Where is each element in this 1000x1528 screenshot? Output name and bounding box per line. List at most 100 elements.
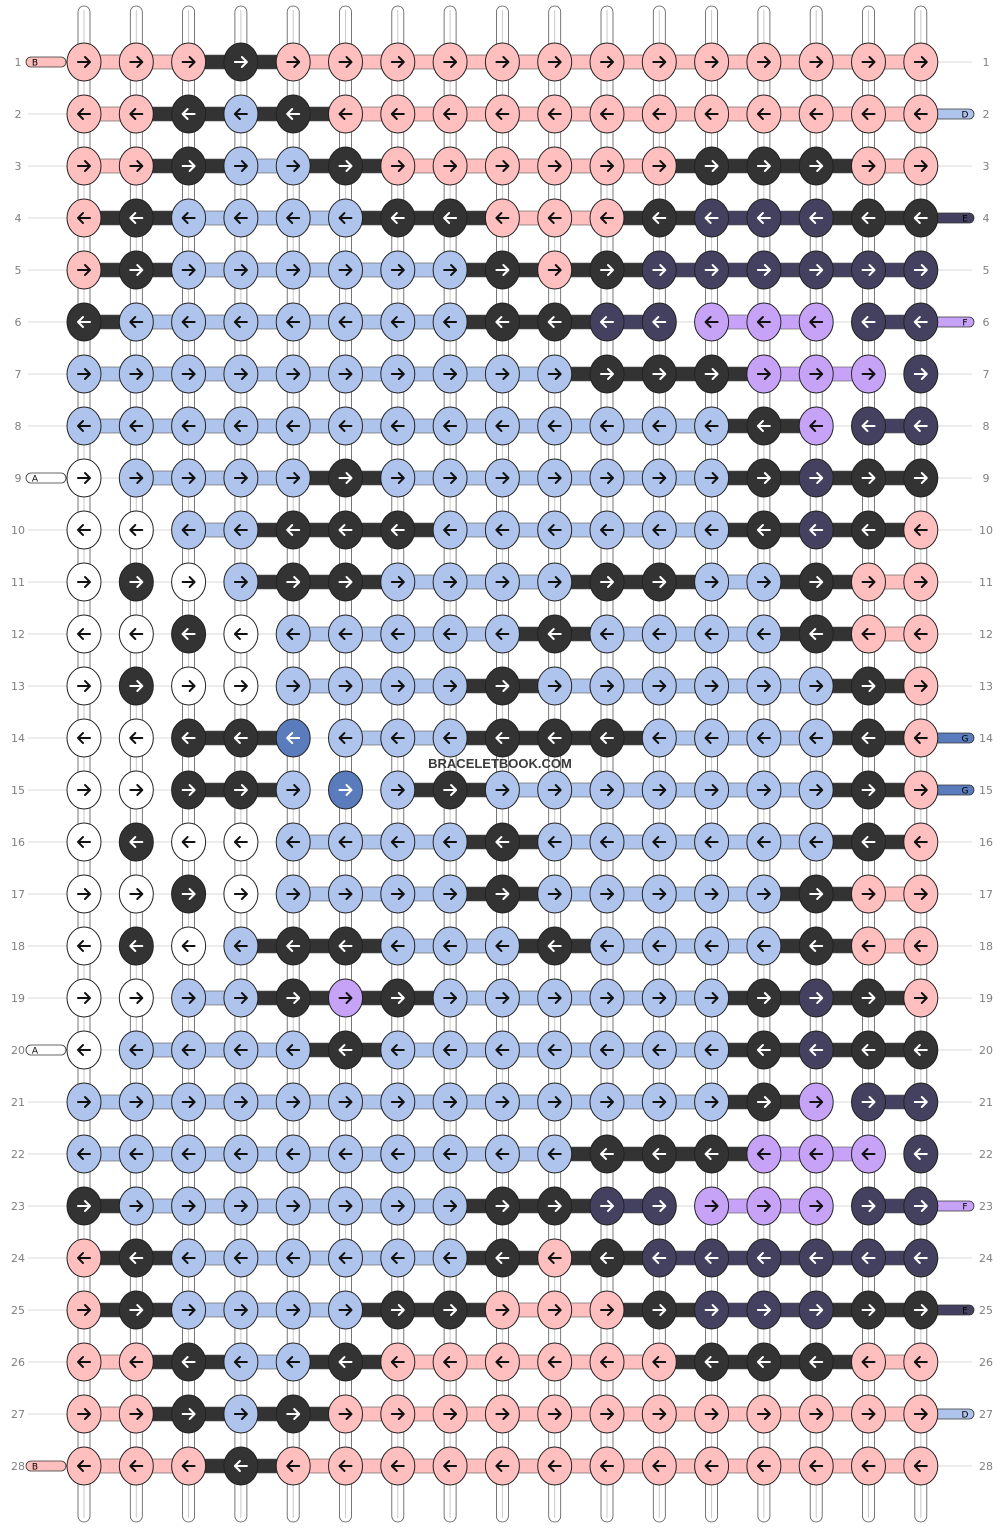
arrow-right-icon xyxy=(652,576,667,588)
knot xyxy=(798,978,834,1018)
arrow-right-icon xyxy=(233,680,248,692)
knot xyxy=(537,926,573,966)
right-tag-letter: F xyxy=(962,1203,967,1213)
knot xyxy=(118,718,154,758)
arrow-right-icon xyxy=(286,888,301,900)
knot xyxy=(484,1030,520,1070)
arrow-left-icon xyxy=(600,1460,614,1472)
knot xyxy=(223,250,259,290)
knot xyxy=(746,354,782,394)
knot xyxy=(171,562,207,602)
knot xyxy=(484,510,520,550)
knot xyxy=(66,614,102,654)
knot xyxy=(66,1082,102,1122)
knot xyxy=(275,1290,311,1330)
knot xyxy=(223,198,259,238)
knot xyxy=(380,666,416,706)
knot xyxy=(484,1394,520,1434)
row-number-right: 14 xyxy=(979,732,993,745)
arrow-right-icon xyxy=(181,680,196,692)
knot xyxy=(275,1134,311,1174)
arrow-left-icon xyxy=(861,1252,876,1264)
row-number-left: 20 xyxy=(11,1044,25,1057)
knot xyxy=(380,302,416,342)
knot xyxy=(798,302,834,342)
row-number-left: 6 xyxy=(15,316,22,329)
arrow-left-icon xyxy=(600,420,614,432)
arrow-left-icon xyxy=(390,940,405,952)
knot xyxy=(171,1134,207,1174)
knot xyxy=(798,614,834,654)
arrow-left-icon xyxy=(233,1356,248,1368)
arrow-right-icon xyxy=(77,992,91,1004)
arrow-left-icon xyxy=(338,732,353,744)
knot xyxy=(275,146,311,186)
arrow-left-icon xyxy=(338,940,353,952)
left-string-tag xyxy=(25,1460,67,1472)
arrow-left-icon xyxy=(861,108,876,120)
arrow-left-icon xyxy=(286,524,301,536)
knot xyxy=(589,562,625,602)
arrow-left-icon xyxy=(390,628,405,640)
knot xyxy=(851,822,886,862)
row-number-right: 18 xyxy=(979,940,993,953)
arrow-left-icon xyxy=(181,316,196,328)
arrow-left-icon xyxy=(756,836,771,848)
knot xyxy=(118,1186,154,1226)
knot xyxy=(851,146,886,186)
arrow-left-icon xyxy=(809,108,824,120)
arrow-right-icon xyxy=(286,1096,301,1108)
knot xyxy=(484,874,520,914)
knot xyxy=(798,1082,834,1122)
knot xyxy=(851,458,886,498)
arrow-left-icon xyxy=(443,836,458,848)
arrow-left-icon xyxy=(77,420,91,432)
knot xyxy=(641,770,677,810)
knot xyxy=(484,1134,520,1174)
arrow-left-icon xyxy=(338,1252,353,1264)
knot xyxy=(746,302,782,342)
arrow-right-icon xyxy=(443,1408,458,1420)
knot xyxy=(903,1238,939,1278)
arrow-right-icon xyxy=(756,784,771,796)
knot xyxy=(641,302,677,342)
arrow-left-icon xyxy=(390,1356,405,1368)
knot xyxy=(694,926,730,966)
knot xyxy=(328,770,363,810)
knot xyxy=(537,510,573,550)
arrow-left-icon xyxy=(756,1460,771,1472)
knot xyxy=(798,146,834,186)
arrow-left-icon xyxy=(913,1044,928,1056)
arrow-left-icon xyxy=(390,1460,405,1472)
knot xyxy=(851,874,886,914)
knot xyxy=(66,1290,102,1330)
arrow-right-icon xyxy=(129,1408,144,1420)
arrow-right-icon xyxy=(233,1096,248,1108)
knot xyxy=(380,406,416,446)
arrow-right-icon xyxy=(913,888,928,900)
knot xyxy=(537,354,573,394)
knot xyxy=(641,250,677,290)
knot xyxy=(223,1290,259,1330)
knot xyxy=(694,1082,730,1122)
knot xyxy=(328,1186,363,1226)
arrow-left-icon xyxy=(286,108,301,120)
knot xyxy=(223,354,259,394)
knot xyxy=(746,718,782,758)
knot xyxy=(66,354,102,394)
arrow-right-icon xyxy=(129,888,144,900)
knot xyxy=(641,1134,677,1174)
arrow-left-icon xyxy=(756,1252,771,1264)
arrow-left-icon xyxy=(495,1148,510,1160)
knot xyxy=(484,822,520,862)
arrow-left-icon xyxy=(286,212,301,224)
arrow-right-icon xyxy=(390,160,405,172)
knot xyxy=(223,718,259,758)
knot xyxy=(641,718,677,758)
knot xyxy=(66,770,102,810)
knot xyxy=(66,562,102,602)
knot xyxy=(432,666,468,706)
knot xyxy=(903,822,939,862)
row-number-left: 13 xyxy=(11,680,25,693)
knot xyxy=(694,562,730,602)
